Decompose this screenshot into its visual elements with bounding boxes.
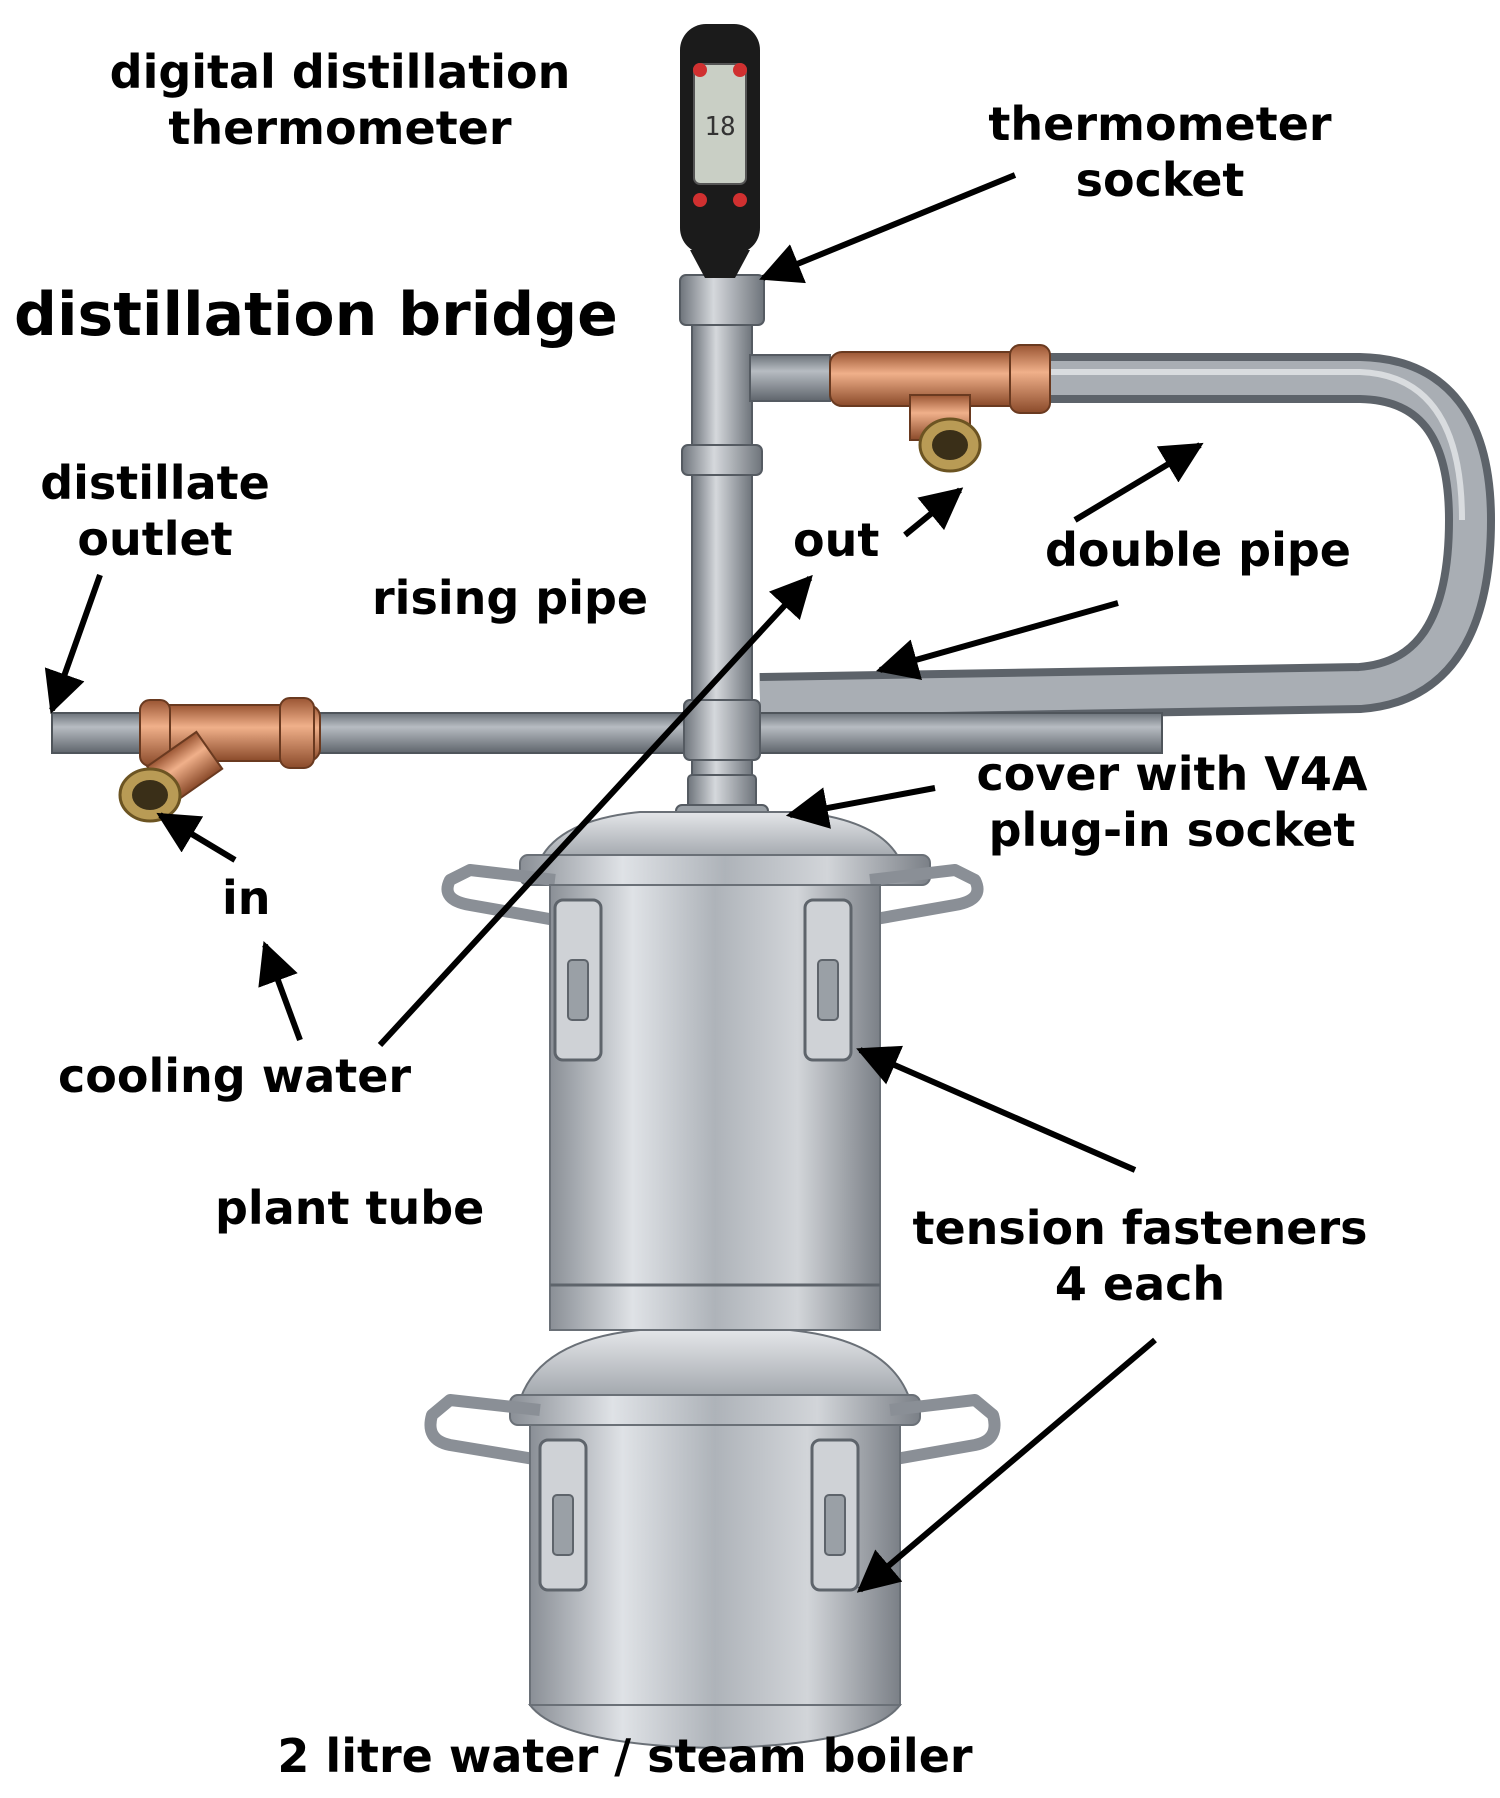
label-cover: cover with V4A plug-in socket (977, 746, 1368, 858)
lower-tension-fasteners (538, 1438, 860, 1592)
arrow-cooling-to-in (258, 941, 303, 1042)
label-thermometer-socket-line2: socket (1075, 153, 1245, 207)
label-in: in (222, 871, 271, 925)
label-tension-fasteners-line1: tension fasteners (912, 1201, 1368, 1255)
arrow-in (156, 812, 237, 863)
label-boiler: 2 litre water / steam boiler (277, 1729, 973, 1783)
label-cover-line2: plug-in socket (988, 803, 1356, 857)
label-distillation-bridge: distillation bridge (14, 280, 618, 350)
arrow-tension-upper (856, 1045, 1137, 1173)
double-pipe-u-bend (759, 353, 1496, 723)
arrow-tension-lower (856, 1337, 1157, 1593)
arrow-double-pipe-upper (1073, 442, 1204, 523)
annotation-arrows (44, 172, 1204, 1593)
arrow-thermometer-socket (759, 172, 1017, 284)
label-digital-thermometer-line2: thermometer (168, 101, 512, 155)
label-tension-fasteners: tension fasteners 4 each (912, 1200, 1367, 1312)
cooling-water-in-fitting (118, 697, 321, 823)
label-plant-tube: plant tube (215, 1181, 485, 1235)
arrow-double-pipe-lower (875, 600, 1119, 680)
arrow-cover (785, 785, 936, 829)
label-rising-pipe: rising pipe (372, 571, 649, 625)
arrow-cooling-to-out (377, 574, 813, 1048)
label-digital-thermometer-line1: digital distillation (109, 45, 571, 99)
label-distillate-outlet: distillate outlet (40, 455, 270, 567)
plant-tube-body (549, 884, 881, 1331)
plant-tube-handles (441, 864, 984, 926)
boiler-lid (509, 1329, 921, 1426)
label-distillate-outlet-line2: outlet (77, 512, 233, 566)
label-thermometer-socket: thermometer socket (988, 96, 1331, 208)
label-cooling-water: cooling water (58, 1049, 412, 1103)
arrow-distillate-outlet (44, 573, 103, 714)
boiler-handles (424, 1394, 1001, 1466)
label-distillate-outlet-line1: distillate (40, 456, 270, 510)
label-tension-fasteners-line2: 4 each (1054, 1257, 1226, 1311)
arrow-out (903, 487, 964, 538)
label-cover-line1: cover with V4A (976, 747, 1368, 801)
upper-tension-fasteners (553, 898, 853, 1062)
label-out: out (793, 513, 880, 567)
label-digital-thermometer: digital distillation thermometer (110, 44, 571, 156)
label-thermometer-socket-line1: thermometer (988, 97, 1332, 151)
label-double-pipe: double pipe (1045, 523, 1352, 577)
digital-thermometer: 18 (680, 24, 760, 278)
svg-text:18: 18 (704, 112, 735, 142)
upper-copper-fitting (749, 344, 1051, 473)
